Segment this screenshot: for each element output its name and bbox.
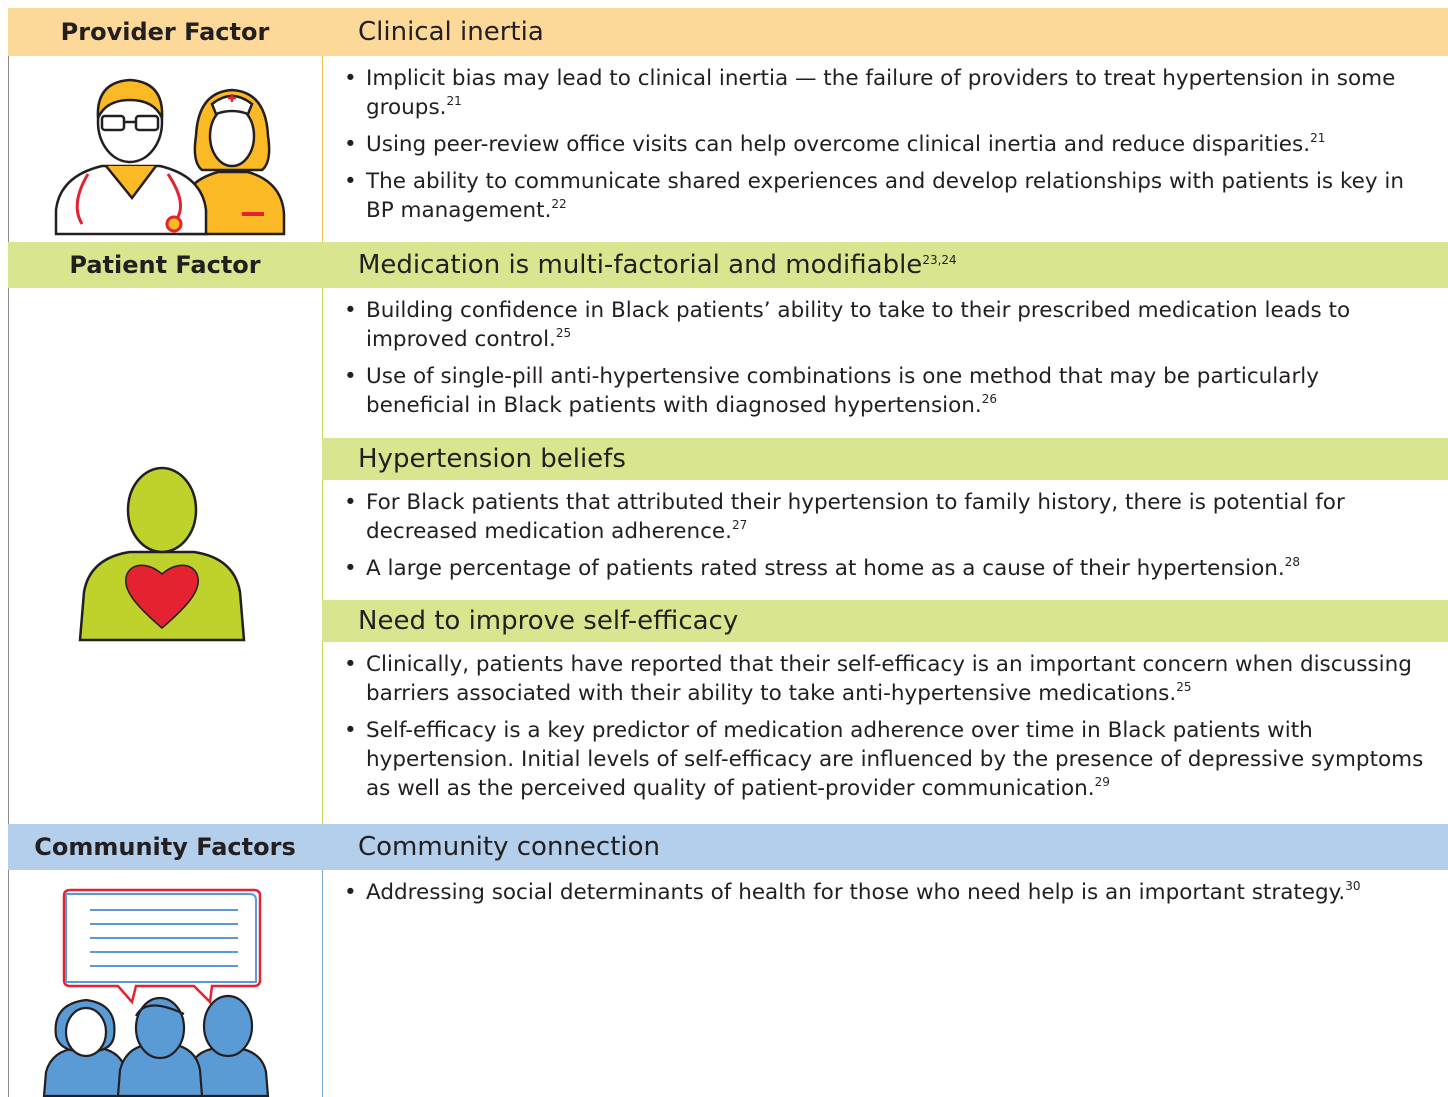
doctor-nurse-icon	[54, 78, 286, 236]
provider-section	[8, 56, 1448, 242]
community-chat-icon	[42, 888, 270, 1097]
list-item: Building confidence in Black patients’ a…	[342, 296, 1428, 354]
community-factors-title: Community connection	[358, 832, 660, 862]
list-item: Addressing social determinants of health…	[342, 878, 1428, 907]
community-factors-label: Community Factors	[34, 833, 296, 861]
patient-section	[8, 288, 1448, 824]
beliefs-bullets: For Black patients that attributed their…	[342, 488, 1428, 591]
provider-factor-title: Clinical inertia	[358, 17, 544, 47]
community-section	[8, 870, 1448, 1097]
patient-factor-header: Patient Factor Medication is multi-facto…	[8, 242, 1448, 288]
list-item: For Black patients that attributed their…	[342, 488, 1428, 546]
efficacy-bullets: Clinically, patients have reported that …	[342, 650, 1428, 811]
list-item: Using peer-review office visits can help…	[342, 130, 1428, 159]
list-item: Implicit bias may lead to clinical inert…	[342, 64, 1428, 122]
provider-factor-label: Provider Factor	[60, 18, 270, 46]
community-bullets: Addressing social determinants of health…	[342, 878, 1428, 915]
patient-bullets: Building confidence in Black patients’ a…	[342, 296, 1428, 428]
list-item: Clinically, patients have reported that …	[342, 650, 1428, 708]
patient-factor-title: Medication is multi-factorial and modifi…	[358, 250, 957, 280]
self-efficacy-header: Need to improve self-efficacy	[322, 600, 1448, 642]
provider-factor-header: Provider Factor Clinical inertia	[8, 8, 1448, 56]
list-item: Use of single-pill anti-hypertensive com…	[342, 362, 1428, 420]
patient-heart-icon	[78, 466, 246, 642]
provider-bullets: Implicit bias may lead to clinical inert…	[342, 64, 1428, 233]
community-factors-header: Community Factors Community connection	[8, 824, 1448, 870]
hypertension-beliefs-header: Hypertension beliefs	[322, 438, 1448, 480]
list-item: Self-efficacy is a key predictor of medi…	[342, 716, 1428, 803]
patient-factor-label: Patient Factor	[69, 251, 261, 279]
list-item: A large percentage of patients rated str…	[342, 554, 1428, 583]
list-item: The ability to communicate shared experi…	[342, 167, 1428, 225]
